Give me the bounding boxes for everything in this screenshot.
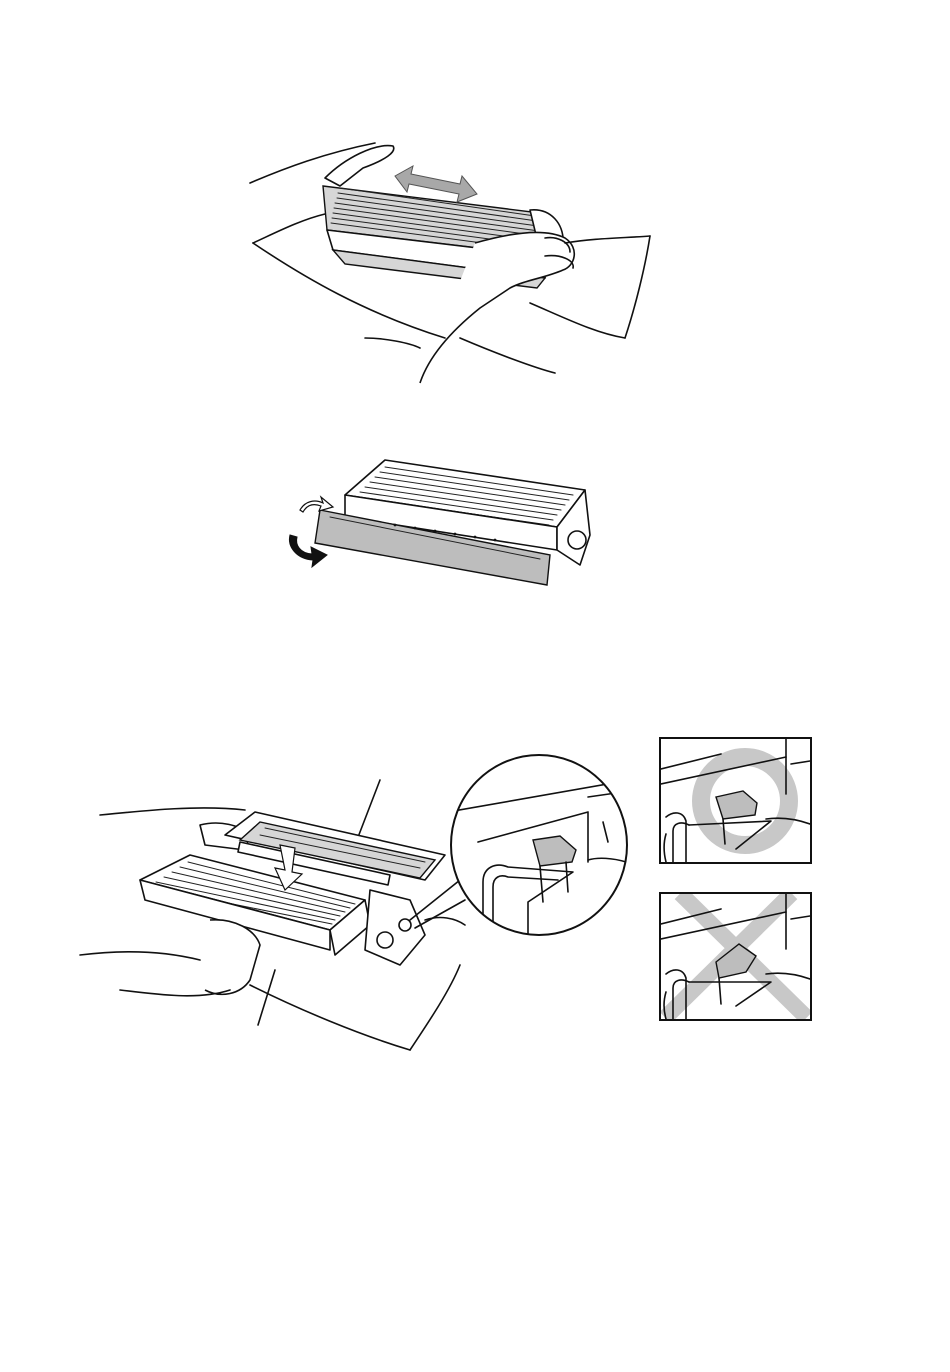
lever-correct-inset	[659, 737, 812, 864]
lever-detail-magnifier	[448, 752, 630, 938]
lever-incorrect-inset	[659, 892, 812, 1021]
remove-cover-illustration	[285, 455, 605, 620]
shake-cartridge-illustration	[245, 138, 665, 383]
